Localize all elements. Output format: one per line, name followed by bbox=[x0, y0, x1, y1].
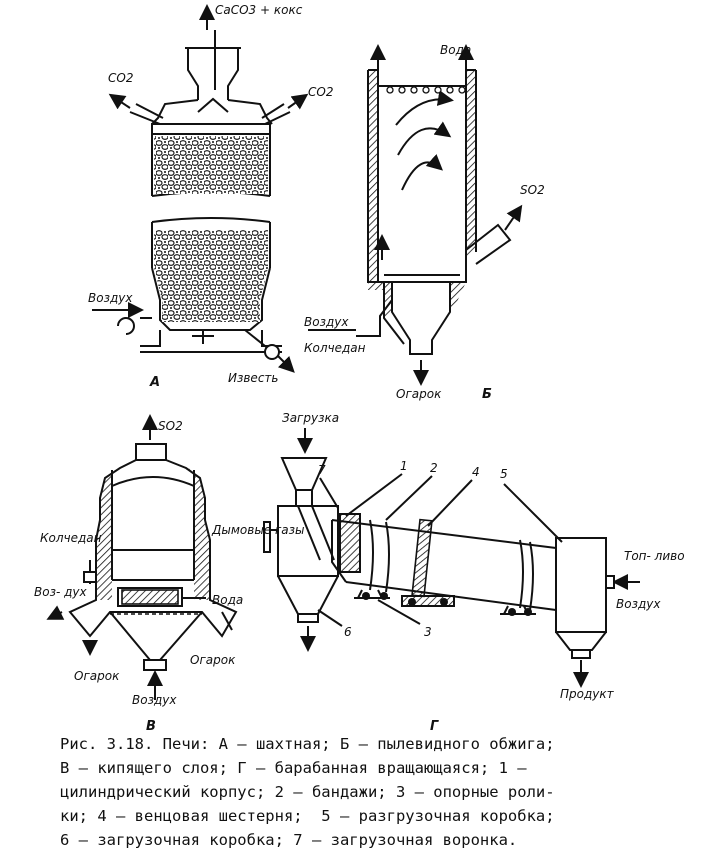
caption-line: цилиндрический корпус; 2 – бандажи; 3 – … bbox=[60, 783, 555, 801]
label-so2-b: SO2 bbox=[520, 183, 545, 197]
furnace-b-dust bbox=[308, 44, 523, 386]
letter-g: Г bbox=[430, 719, 439, 734]
caption-line: ки; 4 – венцовая шестерня; 5 – разгрузоч… bbox=[60, 807, 555, 825]
letter-b: Б bbox=[482, 387, 492, 402]
label-cinder-v-right: Огарок bbox=[190, 653, 236, 667]
num-7: 7 bbox=[318, 463, 326, 477]
label-cinder-b: Огарок bbox=[396, 387, 442, 401]
letter-v: В bbox=[146, 719, 156, 734]
num-2: 2 bbox=[430, 461, 438, 475]
label-pyrite-v: Колчедан bbox=[40, 531, 102, 545]
cooling-coil bbox=[121, 589, 179, 605]
num-6: 6 bbox=[344, 625, 352, 639]
water-spray-holes bbox=[386, 86, 466, 94]
furnace-g-rotary bbox=[263, 428, 640, 688]
num-5: 5 bbox=[500, 467, 508, 481]
label-lime: Известь bbox=[228, 371, 278, 385]
label-water-v: Вода bbox=[212, 593, 243, 607]
letter-a: А bbox=[149, 375, 160, 390]
caption-line: В – кипящего слоя; Г – барабанная вращаю… bbox=[60, 759, 527, 777]
label-caco3-coke: CaCO3 + кокс bbox=[215, 3, 303, 17]
label-co2-left: CO2 bbox=[108, 71, 133, 85]
figure-caption: Рис. 3.18. Печи: А – шахтная; Б – пылеви… bbox=[60, 732, 700, 852]
label-air-b: Воздух bbox=[304, 315, 349, 329]
label-flue-gases: Дымовые газы bbox=[211, 523, 305, 537]
label-cinder-v-left: Огарок bbox=[74, 669, 120, 683]
label-water-b: Вода bbox=[440, 43, 471, 57]
label-air-g: Воздух bbox=[616, 597, 661, 611]
label-product: Продукт bbox=[560, 687, 615, 701]
label-co2-right: CO2 bbox=[308, 85, 333, 99]
caption-line: Рис. 3.18. Печи: А – шахтная; Б – пылеви… bbox=[60, 735, 555, 753]
num-1: 1 bbox=[400, 459, 408, 473]
furnace-a-shaft bbox=[92, 4, 309, 373]
label-air-v-bottom: Воздух bbox=[132, 693, 177, 707]
label-fuel: Топ- ливо bbox=[624, 549, 685, 563]
girth-gear bbox=[411, 518, 433, 598]
label-air-v-left: Воз- дух bbox=[34, 585, 87, 599]
label-pyrite-b: Колчедан bbox=[304, 341, 366, 355]
label-loading: Загрузка bbox=[282, 411, 339, 425]
num-3: 3 bbox=[424, 625, 432, 639]
support-rollers bbox=[362, 592, 532, 616]
label-air-a: Воздух bbox=[88, 291, 133, 305]
label-so2-v: SO2 bbox=[158, 419, 183, 433]
caption-line: 6 – загрузочная коробка; 7 – загрузочная… bbox=[60, 831, 518, 849]
num-4: 4 bbox=[472, 465, 480, 479]
